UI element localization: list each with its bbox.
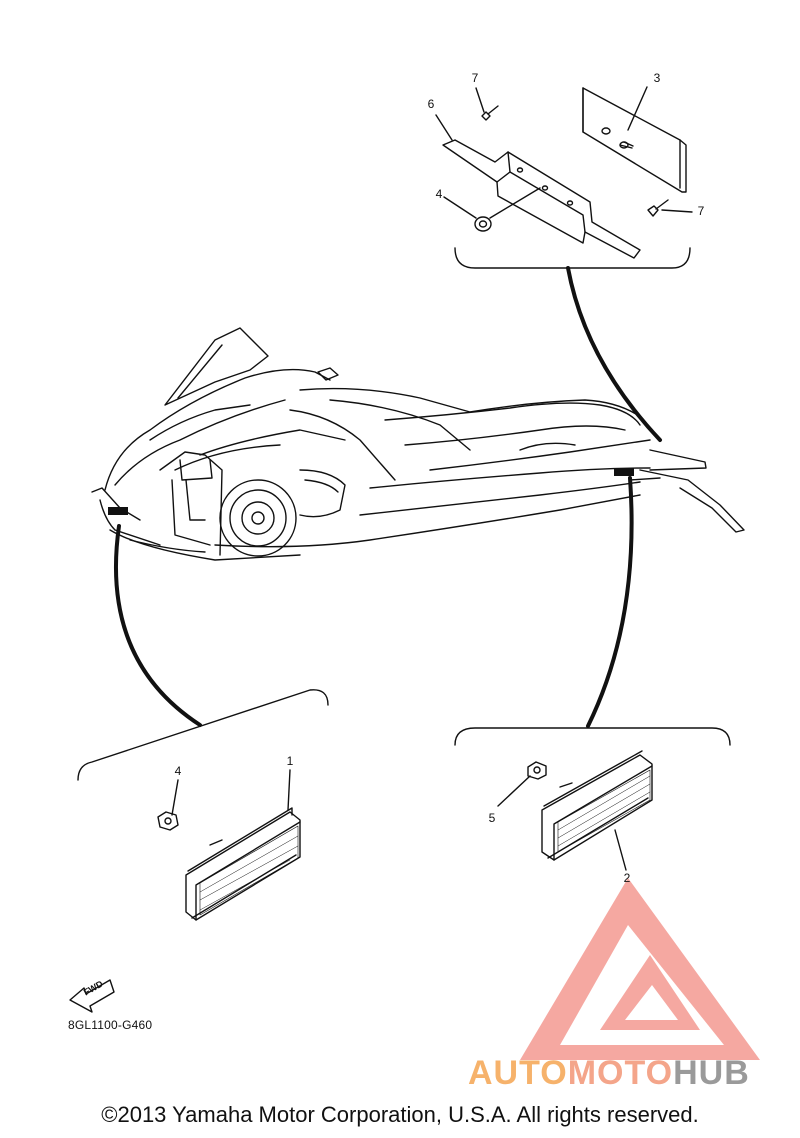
watermark-hub: HUB [673, 1054, 750, 1092]
snowmobile-body [91, 327, 745, 561]
callout-nut-right: 5 [488, 811, 496, 825]
watermark-auto: AUTO [468, 1054, 568, 1092]
callout-rivet-top-left: 7 [471, 71, 479, 85]
callout-nut-left: 4 [174, 764, 182, 778]
callout-nut-top: 4 [435, 187, 443, 201]
callout-reflector-2: 2 [623, 871, 631, 885]
leader-curves [114, 266, 662, 728]
fwd-arrow-icon [69, 979, 115, 1013]
left-reflector-detail [77, 689, 329, 921]
callout-reflector-1: 1 [286, 754, 294, 768]
watermark-logo [520, 878, 760, 1060]
callout-license-plate: 3 [653, 71, 661, 85]
top-bracket-assembly [435, 86, 693, 269]
right-reflector-detail [454, 727, 731, 871]
diagram-code: 8GL1100-G460 [68, 1018, 153, 1032]
watermark-moto: MOTO [567, 1054, 674, 1092]
copyright-notice: ©2013 Yamaha Motor Corporation, U.S.A. A… [101, 1102, 699, 1127]
callout-rivet-top-right: 7 [697, 204, 705, 218]
callout-bracket: 6 [427, 97, 435, 111]
watermark-text: AUTOMOTOHUB [468, 1054, 750, 1093]
